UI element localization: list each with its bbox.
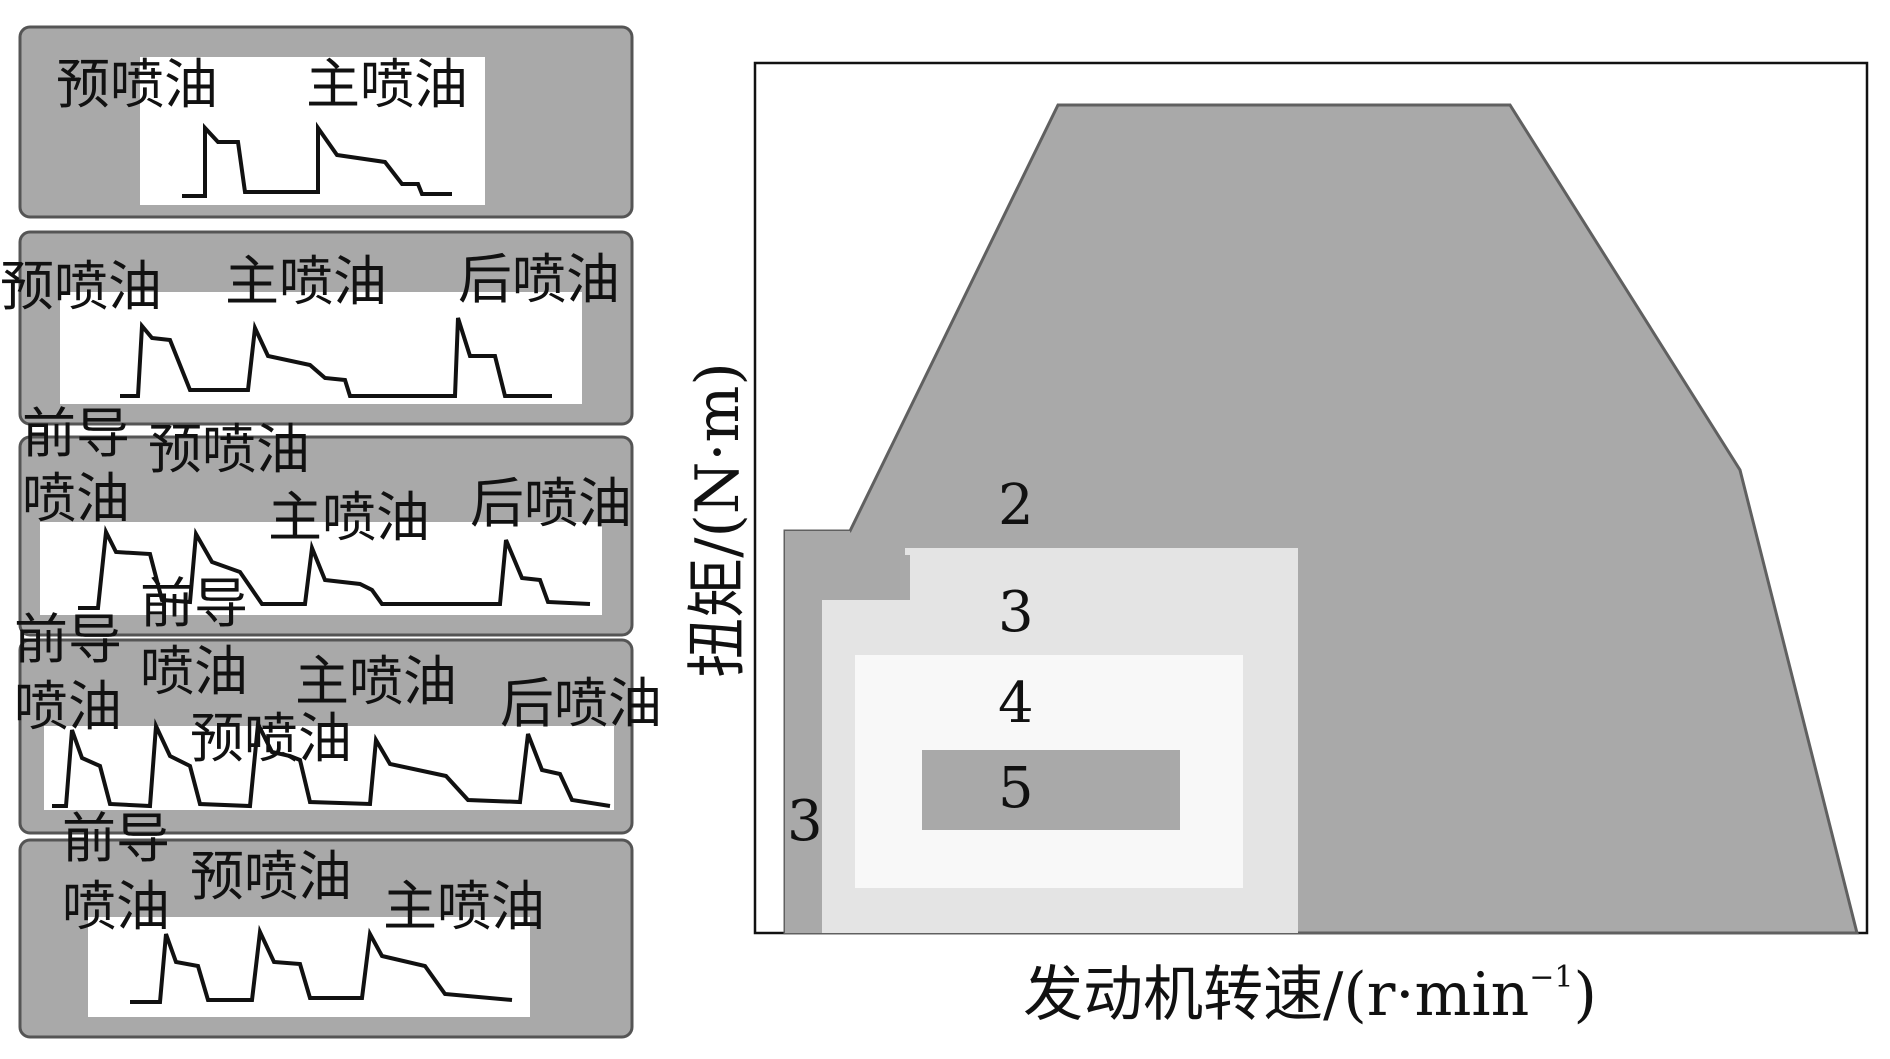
x-axis-label: 发动机转速/(r·min−1) — [1023, 960, 1597, 1030]
injection-panel-4: 前导 喷油 前导 喷油 主喷油 预喷油 后喷油 — [14, 572, 662, 835]
map-region-5 — [922, 750, 1180, 830]
panel-label: 预喷油 — [148, 418, 310, 481]
panel-label: 主喷油 — [306, 53, 468, 116]
region-label-2: 2 — [998, 473, 1034, 538]
x-axis-label-superscript: −1 — [1529, 960, 1573, 995]
injection-panel-2: 预喷油 主喷油 后喷油 — [0, 230, 634, 426]
panel-label: 后喷油 — [470, 472, 632, 535]
panel-label: 前导 — [62, 807, 170, 870]
panel-label: 喷油 — [140, 640, 248, 703]
panel-window — [140, 57, 485, 205]
injection-trace — [182, 121, 452, 198]
panel-label: 主喷油 — [268, 486, 430, 549]
panel-label: 预喷油 — [190, 845, 352, 908]
x-axis-label-main: 发动机转速/(r·min — [1023, 960, 1529, 1030]
panel-label: 主喷油 — [383, 875, 545, 938]
injection-trace — [78, 524, 591, 610]
injection-panel-5: 前导 喷油 预喷油 主喷油 — [18, 807, 634, 1039]
panel-label: 喷油 — [62, 875, 170, 938]
injection-panel-1: 预喷油 主喷油 — [18, 25, 634, 219]
panel-window — [60, 292, 582, 404]
panel-label: 主喷油 — [225, 250, 387, 313]
injection-trace — [120, 317, 552, 398]
panel-label: 前导 — [14, 608, 122, 671]
region-label-5: 5 — [998, 756, 1034, 821]
region-label-3: 3 — [998, 580, 1034, 645]
injection-trace — [52, 716, 611, 809]
injection-trace — [130, 924, 513, 1004]
panel-label: 预喷油 — [56, 53, 218, 116]
region-label-4: 4 — [998, 671, 1034, 736]
region-label-3-left: 3 — [787, 789, 823, 854]
panel-label: 预喷油 — [190, 707, 352, 770]
x-axis-label-close: ) — [1573, 960, 1596, 1030]
panel-label: 主喷油 — [295, 650, 457, 713]
panel-label: 预喷油 — [0, 255, 162, 318]
panel-label: 喷油 — [22, 467, 130, 530]
injection-panel-3: 前导 喷油 预喷油 主喷油 后喷油 — [18, 402, 634, 637]
panel-label: 喷油 — [14, 675, 122, 738]
operating-map: 2 3 4 5 3 扭矩/(N·m) 发动机转速/(r·min−1) — [683, 61, 1869, 1030]
panel-label: 后喷油 — [458, 248, 620, 311]
panel-label: 前导 — [22, 402, 130, 465]
y-axis-label: 扭矩/(N·m) — [683, 362, 753, 678]
map-region-3-strip — [785, 531, 910, 933]
panel-label: 后喷油 — [500, 672, 662, 735]
injection-panels: 预喷油 主喷油 预喷油 主喷油 后喷油 前导 喷油 预喷油 主喷油 后喷油 — [0, 25, 662, 1039]
panel-label: 前导 — [140, 572, 248, 635]
